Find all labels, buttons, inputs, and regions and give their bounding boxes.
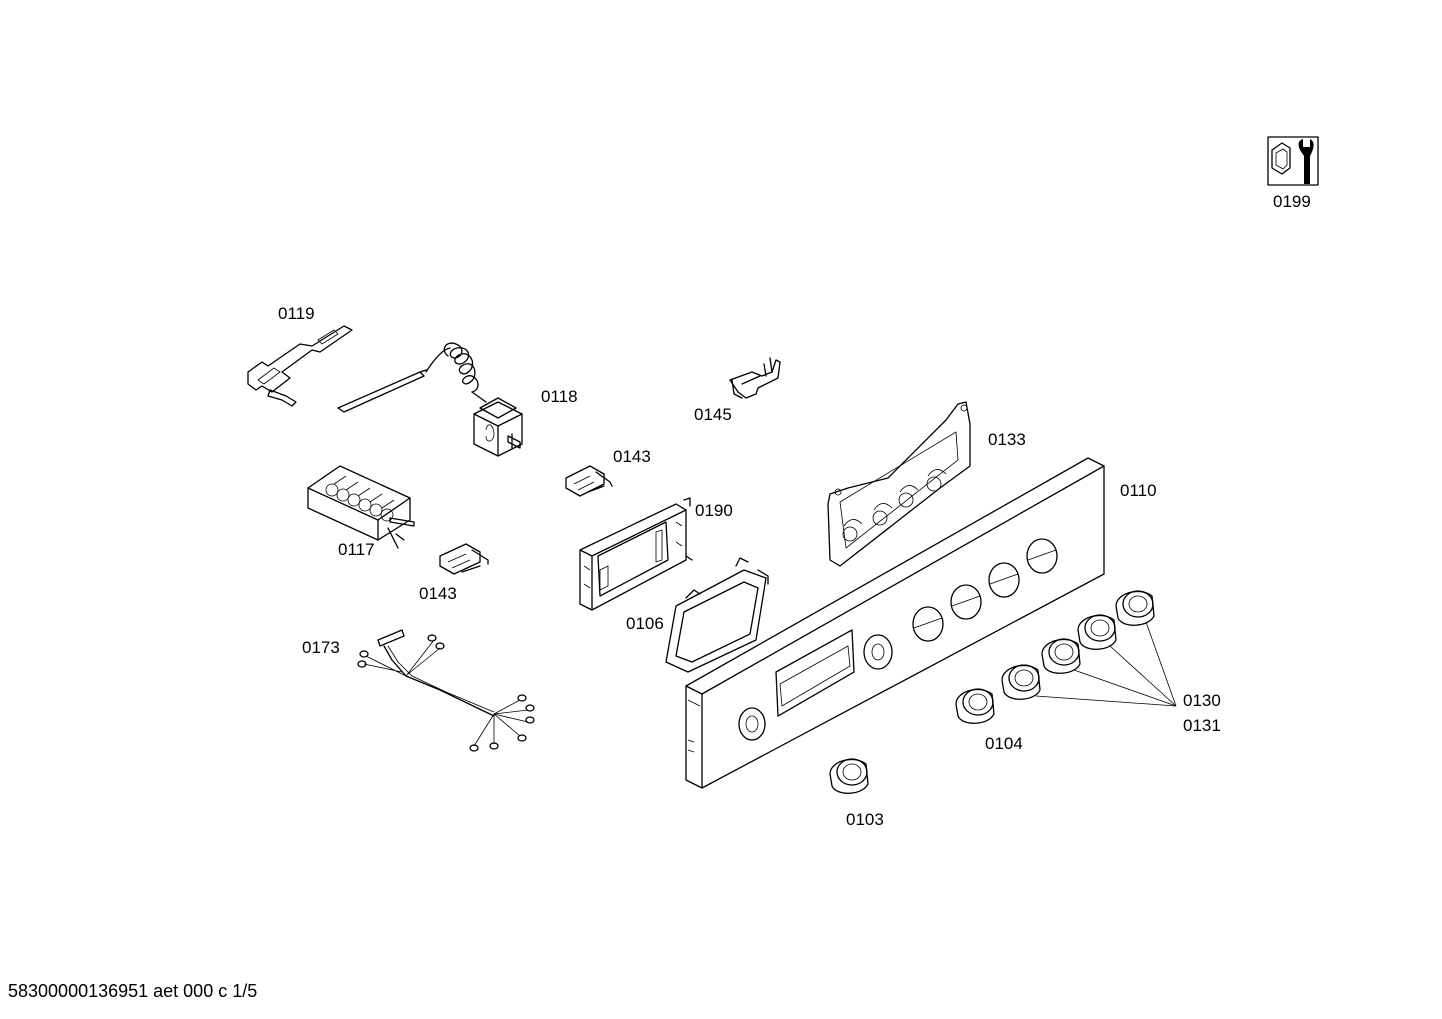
label-0130: 0130 bbox=[1183, 691, 1221, 710]
part-0145-clip bbox=[729, 357, 781, 399]
label-0117: 0117 bbox=[338, 540, 375, 559]
drawing-reference-footer: 58300000136951 aet 000 c 1/5 bbox=[8, 981, 258, 1001]
part-0190-frame bbox=[579, 497, 693, 611]
label-0131: 0131 bbox=[1183, 716, 1221, 735]
knob-0104 bbox=[955, 688, 995, 724]
label-0190: 0190 bbox=[695, 501, 733, 520]
leader-lines-0130 bbox=[1035, 621, 1177, 707]
label-0199: 0199 bbox=[1273, 192, 1311, 211]
part-0133-bracket-plate bbox=[827, 401, 971, 567]
part-0143-upper-clip bbox=[565, 465, 613, 497]
wrench-nut-icon bbox=[1267, 136, 1319, 186]
knob-0130-2 bbox=[1041, 638, 1081, 674]
label-0143-lower: 0143 bbox=[419, 584, 457, 603]
label-0104: 0104 bbox=[985, 734, 1023, 753]
part-0143-lower-clip bbox=[439, 543, 489, 575]
part-0173-wiring-harness bbox=[357, 629, 535, 752]
knob-0103 bbox=[829, 758, 869, 794]
label-0106: 0106 bbox=[626, 614, 664, 633]
label-0110: 0110 bbox=[1120, 481, 1157, 500]
knobs bbox=[829, 590, 1155, 794]
knob-0130-1 bbox=[1001, 664, 1041, 700]
label-0103: 0103 bbox=[846, 810, 884, 829]
knob-0130-3 bbox=[1077, 614, 1117, 650]
label-0145: 0145 bbox=[694, 405, 732, 424]
label-0143-upper: 0143 bbox=[613, 447, 651, 466]
part-0110-control-panel bbox=[685, 457, 1105, 789]
part-0119-bracket bbox=[247, 325, 353, 407]
label-0133: 0133 bbox=[988, 430, 1026, 449]
part-0118-thermostat bbox=[337, 342, 523, 457]
label-0118: 0118 bbox=[541, 387, 578, 406]
label-0119: 0119 bbox=[278, 304, 315, 323]
knob-0130-4 bbox=[1115, 590, 1155, 626]
part-0106-gasket bbox=[665, 557, 769, 673]
label-0173: 0173 bbox=[302, 638, 340, 657]
part-0117-terminal-block bbox=[307, 465, 415, 549]
